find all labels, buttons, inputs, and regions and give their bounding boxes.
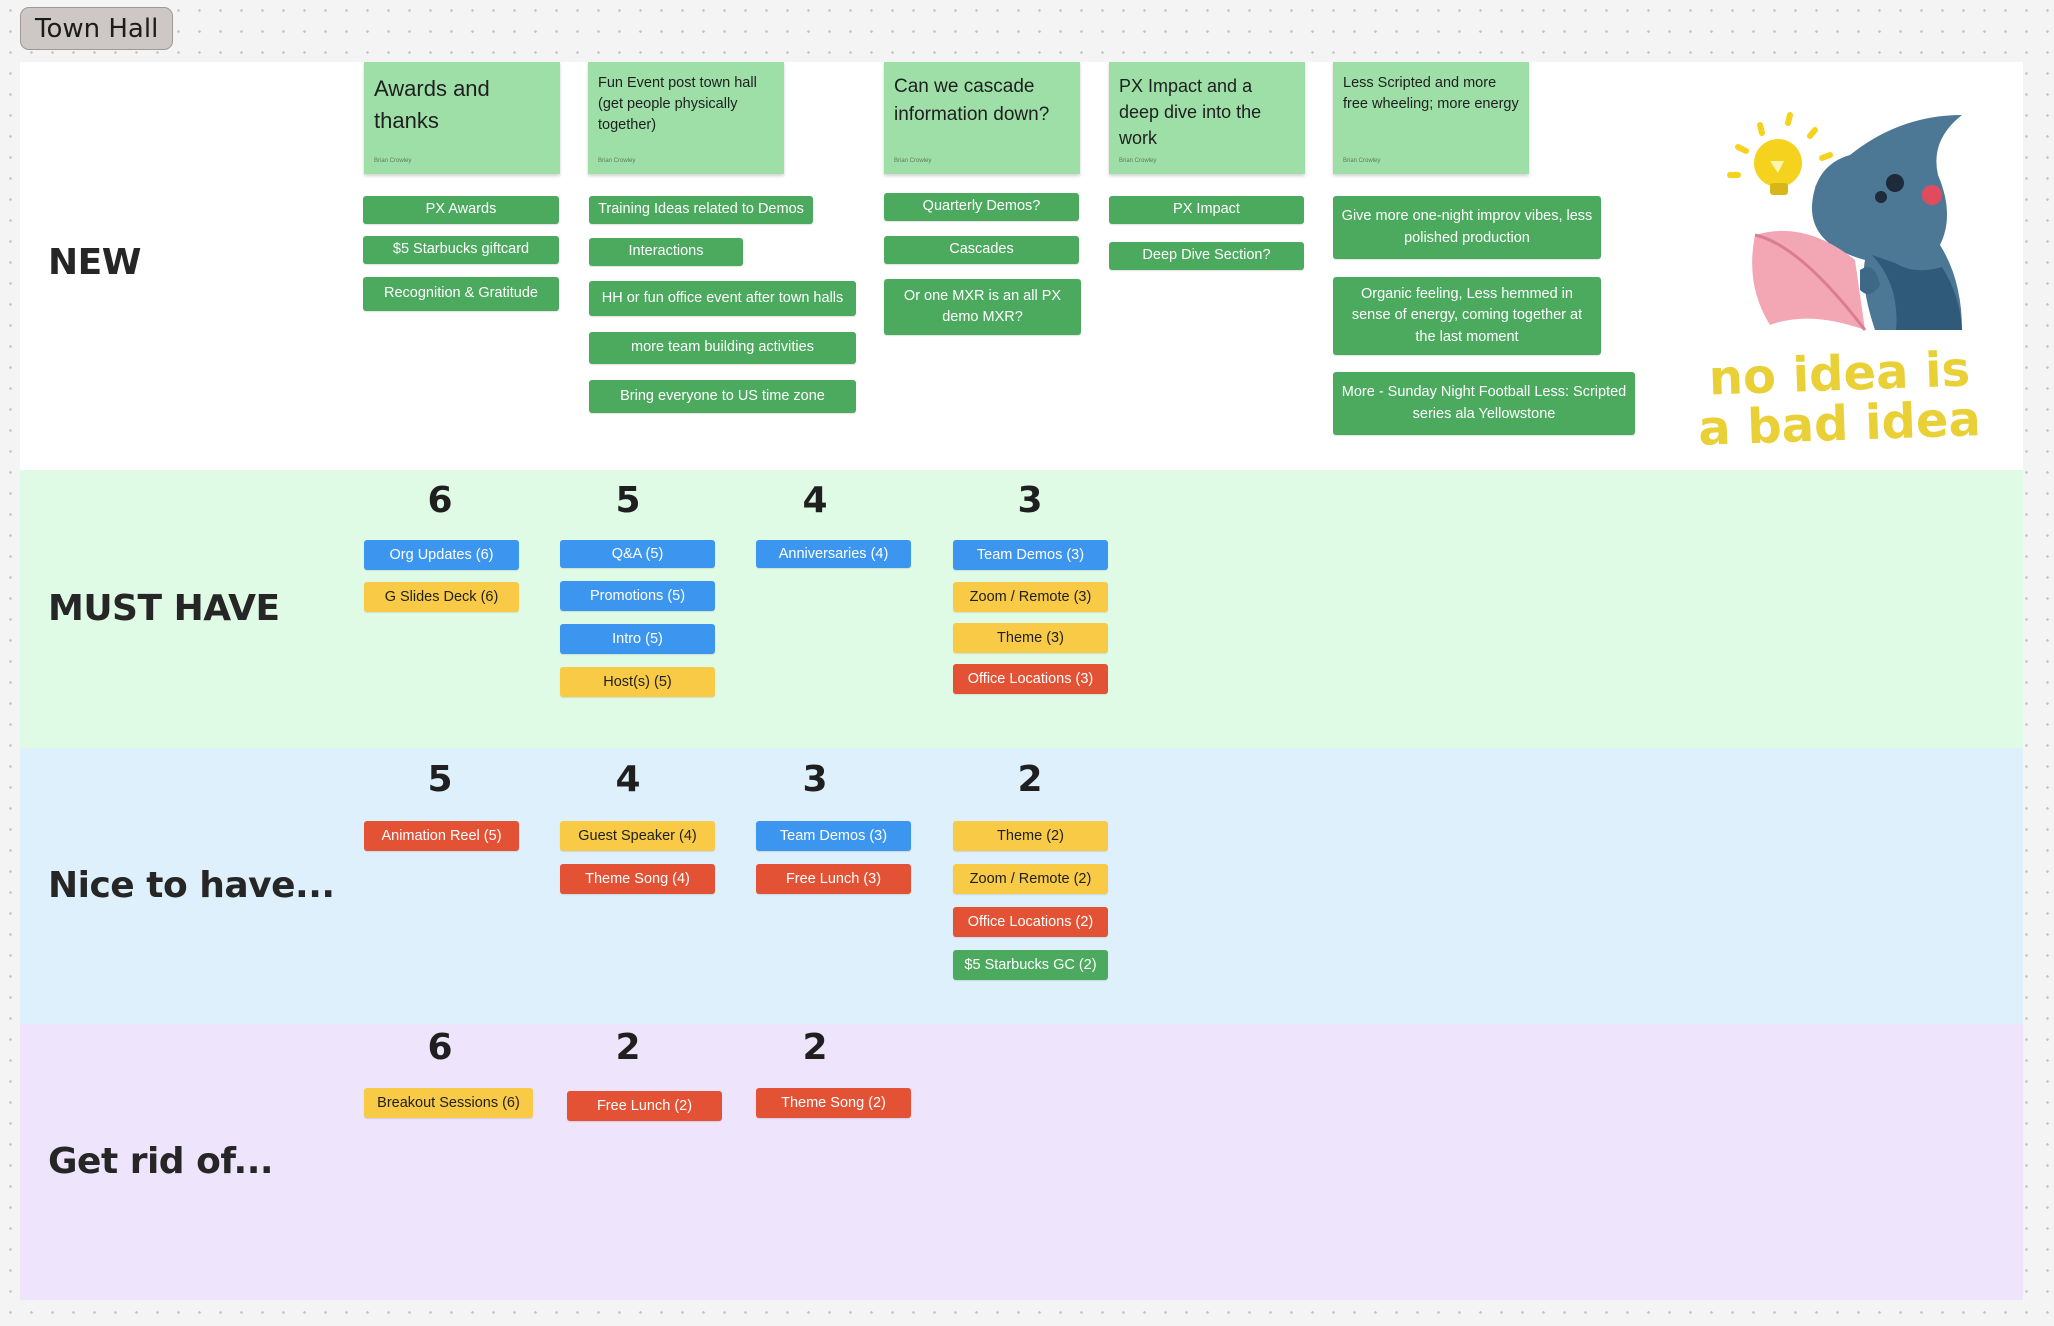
idea-tag[interactable]: PX Awards: [363, 196, 559, 224]
topic-chip[interactable]: Team Demos (3): [756, 821, 911, 851]
sticky-note[interactable]: Can we cascade information down? Brian C…: [884, 62, 1080, 174]
sticky-author: Brian Crowley: [374, 158, 412, 165]
topic-chip[interactable]: Office Locations (2): [953, 907, 1108, 937]
vote-count: 5: [615, 480, 641, 521]
section-label-nice-to-have: Nice to have...: [48, 865, 335, 906]
idea-tag[interactable]: Give more one-night improv vibes, less p…: [1333, 196, 1601, 259]
sticker-text-line2: a bad idea: [1700, 391, 1980, 445]
sticky-text: PX Impact and a deep dive into the work: [1119, 76, 1262, 149]
vote-count: 6: [427, 480, 453, 521]
sticky-note[interactable]: Awards and thanks Brian Crowley: [364, 62, 560, 174]
idea-tag[interactable]: Deep Dive Section?: [1109, 242, 1304, 270]
section-label-must-have: MUST HAVE: [48, 588, 280, 629]
sticky-author: Brian Crowley: [894, 158, 932, 165]
sticky-text: Fun Event post town hall (get people phy…: [598, 75, 757, 134]
vote-count: 2: [1017, 759, 1043, 800]
vote-count: 4: [615, 759, 641, 800]
section-get-rid-of: Get rid of...: [20, 1024, 2023, 1300]
sticky-text: Less Scripted and more free wheeling; mo…: [1343, 75, 1519, 113]
topic-chip[interactable]: $5 Starbucks GC (2): [953, 950, 1108, 980]
section-label-get-rid-of: Get rid of...: [48, 1141, 274, 1182]
idea-tag[interactable]: Quarterly Demos?: [884, 193, 1079, 221]
topic-chip[interactable]: Guest Speaker (4): [560, 821, 715, 851]
vote-count: 6: [427, 1027, 453, 1068]
sticky-author: Brian Crowley: [1119, 158, 1157, 165]
sticky-text: Can we cascade information down?: [894, 76, 1050, 125]
idea-tag[interactable]: Cascades: [884, 236, 1079, 264]
topic-chip[interactable]: Team Demos (3): [953, 540, 1108, 570]
topic-chip[interactable]: Free Lunch (2): [567, 1091, 722, 1121]
vote-count: 2: [802, 1027, 828, 1068]
topic-chip[interactable]: Office Locations (3): [953, 664, 1108, 694]
idea-tag[interactable]: Interactions: [589, 238, 743, 266]
idea-tag[interactable]: $5 Starbucks giftcard: [363, 236, 559, 264]
board-title[interactable]: Town Hall: [20, 7, 174, 50]
mascot-lightbulb-illustration: no idea is a bad idea: [1697, 112, 1982, 457]
topic-chip[interactable]: Org Updates (6): [364, 540, 519, 570]
topic-chip[interactable]: Host(s) (5): [560, 667, 715, 697]
idea-tag[interactable]: PX Impact: [1109, 196, 1304, 224]
sticky-note[interactable]: PX Impact and a deep dive into the work …: [1109, 62, 1305, 174]
sticker-text-line1: no idea is: [1708, 341, 1971, 406]
vote-count: 3: [802, 759, 828, 800]
topic-chip[interactable]: Free Lunch (3): [756, 864, 911, 894]
sticky-text: Awards and thanks: [374, 76, 490, 133]
topic-chip[interactable]: Theme Song (4): [560, 864, 715, 894]
sticky-note[interactable]: Fun Event post town hall (get people phy…: [588, 62, 784, 174]
topic-chip[interactable]: Breakout Sessions (6): [364, 1088, 533, 1118]
sticky-author: Brian Crowley: [1343, 158, 1381, 165]
idea-tag[interactable]: Training Ideas related to Demos: [589, 196, 813, 224]
sticky-author: Brian Crowley: [598, 158, 636, 165]
topic-chip[interactable]: Animation Reel (5): [364, 821, 519, 851]
idea-tag[interactable]: Organic feeling, Less hemmed in sense of…: [1333, 277, 1601, 355]
topic-chip[interactable]: Zoom / Remote (2): [953, 864, 1108, 894]
topic-chip[interactable]: Theme (3): [953, 623, 1108, 653]
idea-tag[interactable]: Or one MXR is an all PX demo MXR?: [884, 279, 1081, 335]
vote-count: 5: [427, 759, 453, 800]
topic-chip[interactable]: Anniversaries (4): [756, 540, 911, 568]
topic-chip[interactable]: Zoom / Remote (3): [953, 582, 1108, 612]
topic-chip[interactable]: Theme (2): [953, 821, 1108, 851]
vote-count: 2: [615, 1027, 641, 1068]
idea-tag[interactable]: HH or fun office event after town halls: [589, 281, 856, 316]
section-label-new: NEW: [48, 242, 141, 283]
topic-chip[interactable]: Q&A (5): [560, 540, 715, 568]
idea-tag[interactable]: Bring everyone to US time zone: [589, 380, 856, 413]
no-bad-idea-sticker[interactable]: no idea is a bad idea: [1697, 95, 1982, 457]
sticky-note[interactable]: Less Scripted and more free wheeling; mo…: [1333, 62, 1529, 174]
vote-count: 3: [1017, 480, 1043, 521]
idea-tag[interactable]: Recognition & Gratitude: [363, 277, 559, 311]
vote-count: 4: [802, 480, 828, 521]
topic-chip[interactable]: Intro (5): [560, 624, 715, 654]
idea-tag[interactable]: More - Sunday Night Football Less: Scrip…: [1333, 372, 1635, 435]
idea-tag[interactable]: more team building activities: [589, 332, 856, 364]
topic-chip[interactable]: G Slides Deck (6): [364, 582, 519, 612]
topic-chip[interactable]: Promotions (5): [560, 581, 715, 611]
topic-chip[interactable]: Theme Song (2): [756, 1088, 911, 1118]
